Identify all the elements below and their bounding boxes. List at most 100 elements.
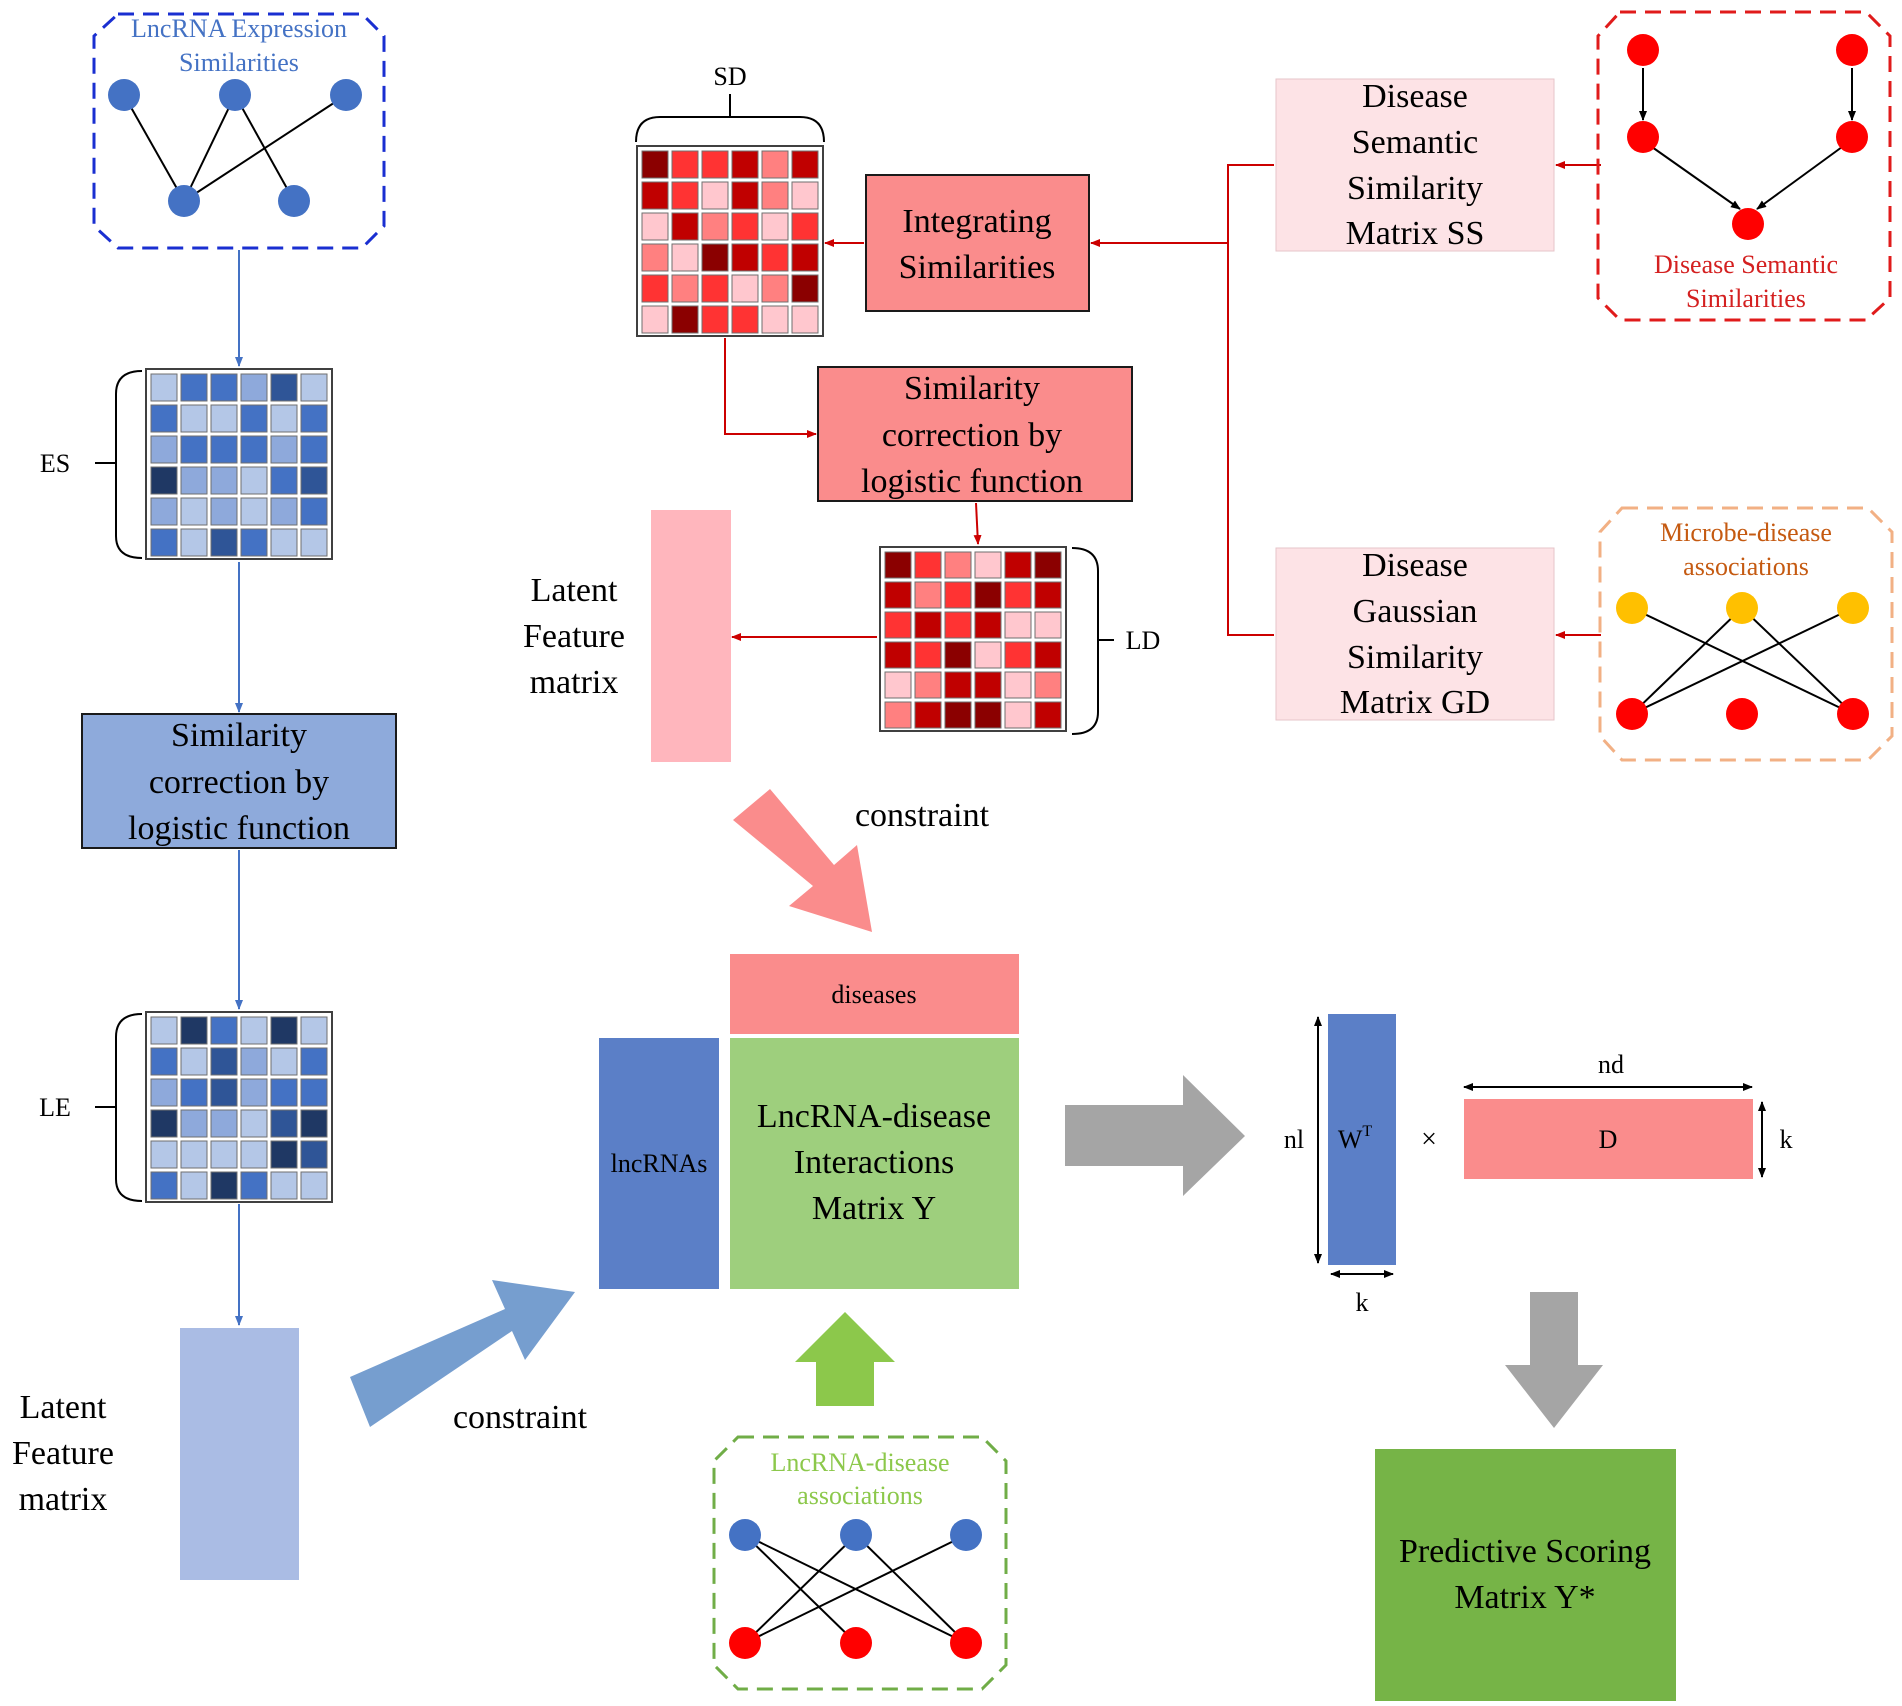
heatmap-cell [270,373,298,402]
es-label: ES [40,449,70,478]
heatmap-cell [180,373,208,402]
heatmap-cell [210,528,238,557]
heatmap-cell [180,1140,208,1169]
heatmap-cell [974,671,1002,699]
constraint-left-label: constraint [453,1399,588,1436]
heatmap-cell [150,404,178,433]
heatmap-cell [240,466,268,495]
heatmap-cell [180,1016,208,1045]
heatmap-cell [240,404,268,433]
heatmap-cell [641,212,669,241]
heatmap-cell [731,274,759,303]
heatmap-cell [974,641,1002,669]
heatmap-cell [240,1047,268,1076]
heatmap-cell [210,1078,238,1107]
heatmap-cell [210,1016,238,1045]
heatmap-cell [240,1078,268,1107]
result-line-1: Predictive Scoring [1399,1533,1651,1570]
heatmap-cell [300,1047,328,1076]
heatmap-cell [701,274,729,303]
heatmap-cell [150,1078,178,1107]
heatmap-cell [761,212,789,241]
heatmap-cell [944,581,972,609]
heatmap-cell [791,212,819,241]
disease-node [1732,208,1764,240]
le-grid-cells [150,1016,328,1200]
disease-node [1836,34,1868,66]
heatmap-cell [731,212,759,241]
heatmap-cell [180,404,208,433]
heatmap-cell [240,1140,268,1169]
heatmap-cell [1004,551,1032,579]
heatmap-cell [150,1047,178,1076]
heatmap-cell [641,274,669,303]
heatmap-cell [300,497,328,526]
heatmap-cell [270,1078,298,1107]
arrow-sd-to-correction [724,338,817,438]
diseases-label: diseases [831,980,916,1009]
interaction-matrix [730,1038,1019,1289]
heatmap-cell [300,1109,328,1138]
le-matrix: LE [39,1011,333,1203]
heatmap-cell [944,551,972,579]
disease-node [1837,698,1869,730]
lncrna-node [729,1519,761,1551]
heatmap-cell [671,181,699,210]
heatmap-cell [761,181,789,210]
times-sign: × [1421,1124,1437,1155]
heatmap-cell [270,1016,298,1045]
heatmap-cell [884,641,912,669]
heatmap-cell [761,305,789,334]
heatmap-cell [1034,671,1062,699]
lncrna-expression-title-2: Similarities [179,48,299,77]
latent-left-line-3: matrix [19,1481,108,1518]
latent-feature-left: Latent Feature matrix [12,1328,299,1580]
lncrna-node [278,185,310,217]
heatmap-cell [210,497,238,526]
w-label: WT [1338,1123,1373,1154]
heatmap-cell [300,1016,328,1045]
integration-connector [1090,164,1274,636]
lncrnas-bar [599,1038,719,1289]
heatmap-cell [150,1109,178,1138]
heatmap-cell [300,1078,328,1107]
heatmap-cell [150,373,178,402]
heatmap-cell [731,150,759,179]
red-correction-line-2: correction by [882,417,1062,454]
heatmap-cell [1034,701,1062,729]
heatmap-cell [671,305,699,334]
heatmap-cell [1034,581,1062,609]
disease-semantic-title-2: Similarities [1686,284,1806,313]
heatmap-cell [974,611,1002,639]
blue-correction-line-2: correction by [149,764,329,801]
heatmap-cell [914,611,942,639]
lncrna-node [168,185,200,217]
lncrnas-label: lncRNAs [611,1149,708,1178]
k-bottom-label: k [1356,1288,1369,1317]
heatmap-cell [270,1109,298,1138]
heatmap-cell [914,581,942,609]
heatmap-cell [150,1171,178,1200]
heatmap-cell [671,243,699,272]
d-block [1464,1099,1753,1179]
heatmap-cell [1004,581,1032,609]
heatmap-cell [944,611,972,639]
w-letter: W [1338,1125,1363,1154]
heatmap-cell [270,435,298,464]
heatmap-cell [1004,671,1032,699]
lncrna-expression-panel: LncRNA Expression Similarities [92,12,386,250]
heatmap-cell [240,435,268,464]
heatmap-cell [180,497,208,526]
heatmap-cell [150,1016,178,1045]
heatmap-cell [150,466,178,495]
disease-semantic-panel: Disease Semantic Similarities [1596,10,1892,322]
latent-feature-top: Latent Feature matrix [523,510,731,762]
gray-down-arrow [1505,1292,1603,1428]
semantic-line-2: Semantic [1352,124,1479,161]
es-grid-cells [150,373,328,557]
heatmap-cell [914,641,942,669]
microbe-node [1616,592,1648,624]
heatmap-cell [270,528,298,557]
disease-node [950,1627,982,1659]
heatmap-cell [210,404,238,433]
